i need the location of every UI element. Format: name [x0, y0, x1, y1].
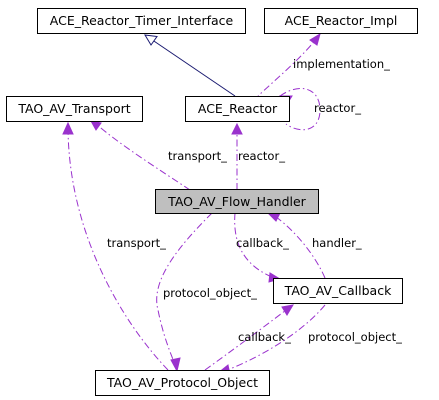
edge-implementation: implementation_ [257, 32, 390, 97]
edge-label-po-transport: transport_ [107, 236, 166, 250]
node-label-reactor: ACE_Reactor [198, 101, 278, 116]
node-tao-av-transport[interactable]: TAO_AV_Transport [6, 96, 143, 122]
edge-label-fh-callback: callback_ [236, 236, 289, 250]
edge-label-po-callback: callback_ [238, 330, 291, 344]
edge-flow-handler-protocol-object: protocol_object_ [156, 212, 257, 373]
node-label-reactor-impl: ACE_Reactor_Impl [285, 13, 398, 28]
edge-label-implementation: implementation_ [293, 57, 390, 71]
edge-protocol-object-callback: callback_ [204, 304, 294, 371]
edge-flow-handler-transport: transport_ [90, 120, 227, 191]
edge-reactor-self: reactor_ [278, 88, 361, 131]
edge-label-fh-reactor: reactor_ [238, 149, 285, 163]
node-label-transport: TAO_AV_Transport [17, 101, 130, 116]
inheritance-edge-reactor-timer-interface [144, 34, 236, 97]
edge-label-fh-transport: transport_ [168, 149, 227, 163]
node-label-callback: TAO_AV_Callback [284, 283, 392, 298]
node-ace-reactor-impl[interactable]: ACE_Reactor_Impl [264, 8, 418, 34]
node-ace-reactor[interactable]: ACE_Reactor [185, 96, 290, 122]
edge-label-cb-handler: handler_ [312, 236, 362, 250]
edge-label-cb-protocol-object: protocol_object_ [308, 330, 402, 344]
edge-flow-handler-reactor: reactor_ [231, 122, 285, 190]
node-label-flow-handler: TAO_AV_Flow_Handler [167, 194, 307, 209]
edge-label-reactor-self: reactor_ [314, 101, 361, 115]
node-tao-av-flow-handler[interactable]: TAO_AV_Flow_Handler [155, 189, 319, 214]
edge-label-fh-protocol-object: protocol_object_ [163, 286, 257, 300]
node-tao-av-callback[interactable]: TAO_AV_Callback [273, 278, 403, 304]
node-label-protocol-object: TAO_AV_Protocol_Object [106, 375, 258, 390]
edge-flow-handler-callback: callback_ [234, 212, 289, 283]
edge-protocol-object-transport: transport_ [62, 121, 169, 371]
node-ace-reactor-timer-interface[interactable]: ACE_Reactor_Timer_Interface [37, 8, 246, 34]
node-label-timer-interface: ACE_Reactor_Timer_Interface [50, 13, 234, 28]
edge-callback-handler: handler_ [266, 212, 362, 279]
node-tao-av-protocol-object[interactable]: TAO_AV_Protocol_Object [95, 370, 270, 396]
